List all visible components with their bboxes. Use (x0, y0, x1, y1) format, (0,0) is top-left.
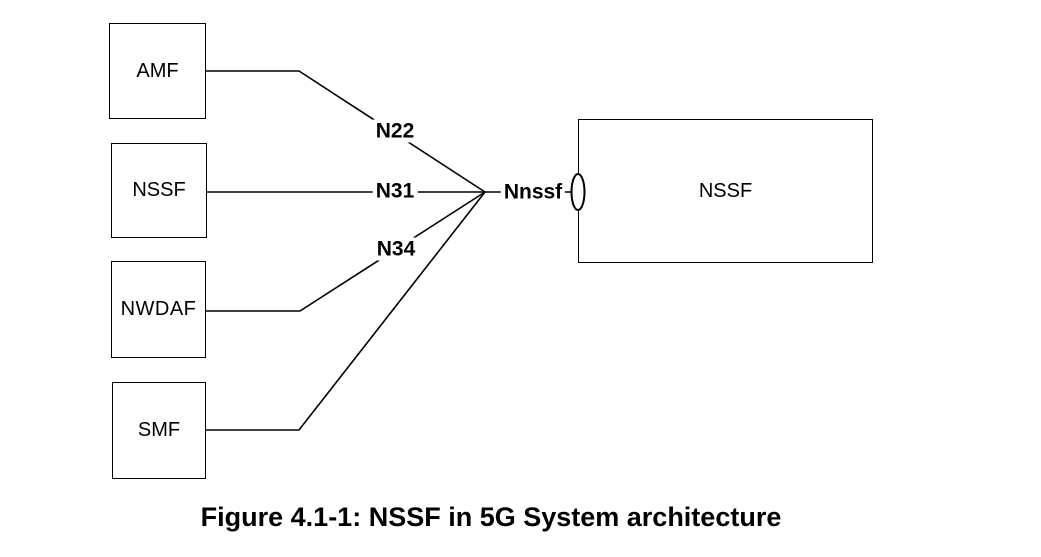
node-nwdaf: NWDAF (111, 261, 206, 358)
node-nssf-label: NSSF (132, 179, 186, 201)
node-nssf-main-label: NSSF (698, 179, 753, 202)
node-nwdaf-label: NWDAF (120, 298, 197, 320)
service-interface-ellipse-icon (570, 173, 586, 211)
edge-label-n22: N22 (372, 119, 418, 143)
node-nssf-main: NSSF (578, 119, 873, 263)
node-smf-label: SMF (137, 419, 181, 441)
edge-label-n31: N31 (372, 179, 418, 203)
node-amf: AMF (109, 23, 206, 119)
node-nssf: NSSF (111, 143, 207, 238)
interface-label-nnssf: Nnssf (500, 180, 566, 204)
node-smf: SMF (112, 382, 206, 479)
edge-line-amf-nssf (206, 70, 486, 193)
edge-label-n34: N34 (373, 237, 419, 261)
edge-line-nwdaf-nssf (206, 191, 486, 312)
edge-line-smf-nssf (206, 191, 486, 431)
figure-caption: Figure 4.1-1: NSSF in 5G System architec… (200, 502, 782, 532)
node-amf-label: AMF (136, 59, 179, 82)
